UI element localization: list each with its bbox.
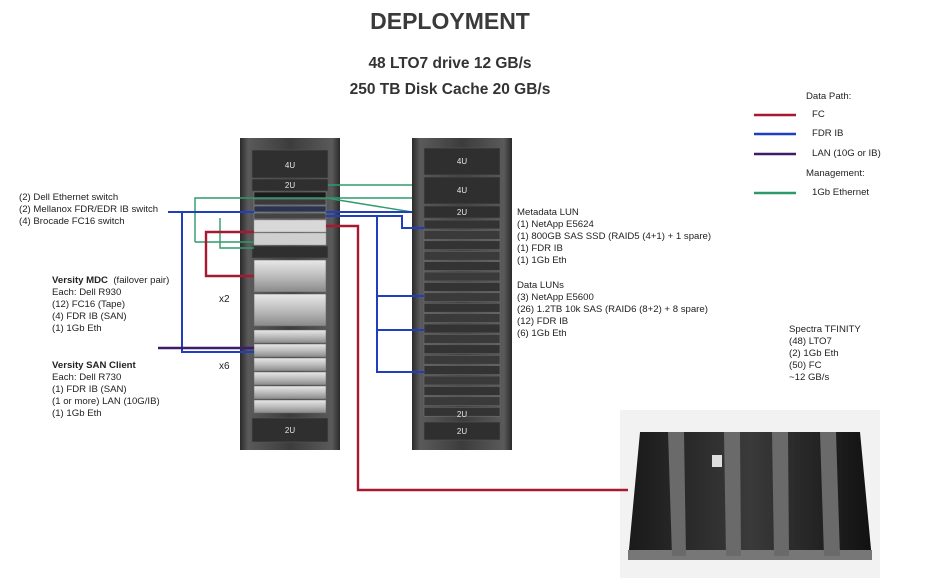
san-client-line: Each: Dell R730: [52, 372, 122, 383]
right-rack: [412, 138, 512, 450]
metadata-lun-line: (1) 1Gb Eth: [517, 255, 567, 266]
data-luns-line: (6) 1Gb Eth: [517, 328, 567, 339]
legend-ethernet-label: 1Gb Ethernet: [812, 187, 870, 198]
left-rack: [240, 138, 340, 450]
legend-lan-label: LAN (10G or IB): [812, 148, 881, 159]
metadata-lun-line: (1) NetApp E5624: [517, 219, 594, 230]
switch-line: (4) Brocade FC16 switch: [19, 216, 125, 227]
san-client-line: (1 or more) LAN (10G/IB): [52, 396, 160, 407]
mdc-name: Versity MDC: [52, 275, 108, 286]
tape-library-title: Spectra TFINITY: [789, 324, 861, 335]
disk-shelf: [423, 282, 501, 292]
legend-fdr-ib-label: FDR IB: [812, 128, 844, 139]
disk-shelf: [423, 334, 501, 344]
disk-shelf: [423, 240, 501, 251]
data-luns-description: Data LUNs (3) NetApp E5600 (26) 1.2TB 10…: [517, 280, 708, 340]
san-client-name: Versity SAN Client: [52, 360, 136, 371]
data-luns-title: Data LUNs: [517, 280, 564, 291]
metadata-lun-title: Metadata LUN: [517, 207, 579, 218]
management-links: [194, 184, 413, 249]
metadata-lun-description: Metadata LUN (1) NetApp E5624 (1) 800GB …: [517, 207, 711, 267]
rack-label: 2U: [457, 427, 467, 436]
switch-line: (2) Dell Ethernet switch: [19, 192, 119, 203]
mdc-line: Each: Dell R930: [52, 287, 122, 298]
fc-links: [204, 224, 628, 492]
disk-shelf: [423, 323, 501, 334]
rack-label: 2U: [457, 208, 467, 217]
legend-swatches: [754, 113, 796, 195]
disk-shelf: [423, 396, 501, 407]
disk-shelf: [423, 354, 501, 365]
metadata-lun-line: (1) 800GB SAS SSD (RAID5 (4+1) + 1 spare…: [517, 231, 712, 242]
disk-shelf: [423, 344, 501, 355]
mdc-description: Versity MDC (failover pair) Each: Dell R…: [52, 275, 169, 335]
switch-line: (2) Mellanox FDR/EDR IB switch: [19, 204, 159, 215]
rack-unit-labels: 4U 2U 2U 4U 4U 2U 2U 2U: [285, 157, 467, 436]
san-client-line: (1) FDR IB (SAN): [52, 384, 127, 395]
mdc-qualifier: (failover pair): [113, 275, 170, 286]
disk-shelf: [423, 313, 501, 323]
rack-label: 2U: [285, 426, 295, 435]
subtitle-disk-cache: 250 TB Disk Cache 20 GB/s: [349, 81, 551, 98]
rack-label: 2U: [285, 181, 295, 190]
disk-shelf: [423, 230, 501, 240]
disk-shelf: [423, 250, 501, 261]
rack-label: 4U: [457, 157, 467, 166]
disk-shelf: [423, 386, 501, 396]
disk-shelf: [423, 375, 501, 386]
tape-library-line: ~12 GB/s: [789, 372, 830, 383]
subtitle-tape-throughput: 48 LTO7 drive 12 GB/s: [368, 55, 532, 72]
legend-fc-label: FC: [812, 109, 825, 120]
san-client-multiplier: x6: [219, 361, 230, 372]
legend-management-title: Management:: [806, 168, 865, 179]
san-client-line: (1) 1Gb Eth: [52, 408, 102, 419]
data-luns-line: (3) NetApp E5600: [517, 292, 594, 303]
mdc-line: (12) FC16 (Tape): [52, 299, 126, 310]
mdc-multiplier: x2: [219, 294, 230, 305]
tape-library-description: Spectra TFINITY (48) LTO7 (2) 1Gb Eth (5…: [789, 324, 861, 384]
switches-description: (2) Dell Ethernet switch (2) Mellanox FD…: [19, 192, 158, 228]
disk-shelf: [423, 406, 501, 417]
legend-data-path-title: Data Path:: [806, 91, 852, 102]
tape-library: [620, 410, 880, 578]
disk-shelf: [423, 302, 501, 313]
fdr-ib-links: [168, 211, 424, 373]
rack-label: 4U: [285, 161, 295, 170]
metadata-lun-line: (1) FDR IB: [517, 243, 563, 254]
disk-shelf: [423, 365, 501, 375]
mdc-line: (4) FDR IB (SAN): [52, 311, 127, 322]
san-client-description: Versity SAN Client Each: Dell R730 (1) F…: [52, 360, 160, 420]
data-luns-line: (12) FDR IB: [517, 316, 569, 327]
disk-shelf: [423, 292, 501, 303]
disk-shelf: [423, 219, 501, 230]
rack-label: 2U: [457, 410, 467, 419]
tape-library-line: (50) FC: [789, 360, 822, 371]
data-luns-line: (26) 1.2TB 10k SAS (RAID6 (8+2) + 8 spar…: [517, 304, 708, 315]
mdc-line: (1) 1Gb Eth: [52, 323, 102, 334]
page-title: DEPLOYMENT: [370, 8, 530, 34]
rack-label: 4U: [457, 186, 467, 195]
disk-shelf: [423, 261, 501, 271]
tape-library-line: (2) 1Gb Eth: [789, 348, 839, 359]
tape-library-line: (48) LTO7: [789, 336, 832, 347]
disk-shelf: [423, 271, 501, 282]
